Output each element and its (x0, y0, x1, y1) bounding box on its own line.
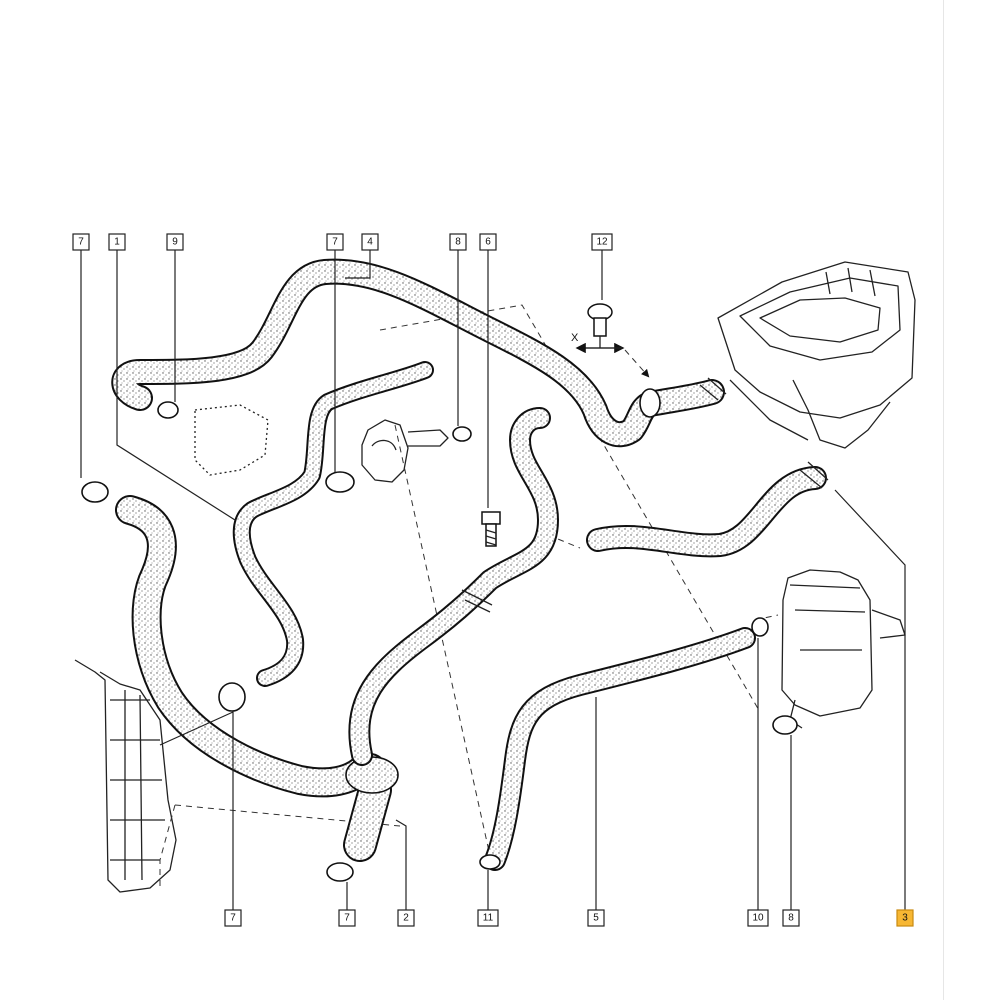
callout-3-highlighted[interactable]: 3 (896, 909, 914, 927)
hose-2 (115, 495, 377, 798)
callout-label: 7 (230, 913, 236, 924)
bolt-part-6 (481, 511, 501, 547)
callout-label: 4 (367, 237, 373, 248)
callout-label: 1 (114, 237, 120, 248)
callout-6: 6 (479, 233, 497, 251)
callout-8-top: 8 (449, 233, 467, 251)
callout-7-bottom-left: 7 (224, 909, 242, 927)
expansion-tank-sketch (781, 569, 906, 729)
axis-x-label: X (571, 332, 579, 344)
hose-3 (586, 466, 827, 558)
callout-label: 6 (485, 237, 491, 248)
callout-label: 7 (78, 237, 84, 248)
callout-10: 10 (747, 909, 769, 927)
callout-label: 3 (902, 913, 908, 924)
callout-12: 12 (591, 233, 613, 251)
hose-6 (348, 407, 559, 766)
callout-label: 12 (596, 237, 608, 248)
radiator-sketch (74, 659, 177, 893)
callout-label: 10 (752, 913, 764, 924)
callout-label: 8 (455, 237, 461, 248)
callout-11: 11 (477, 909, 499, 927)
bleed-screw-part-12 (575, 303, 650, 378)
hose-1 (232, 361, 434, 687)
hose-5 (484, 627, 756, 871)
callout-label: 7 (332, 237, 338, 248)
callout-9: 9 (166, 233, 184, 251)
callout-4: 4 (361, 233, 379, 251)
callout-5: 5 (587, 909, 605, 927)
callout-1: 1 (108, 233, 126, 251)
callout-label: 11 (483, 913, 494, 924)
heater-housing-sketch (717, 261, 916, 449)
callout-7-bottom-middle: 7 (338, 909, 356, 927)
callout-8-bottom: 8 (782, 909, 800, 927)
callout-label: 2 (403, 913, 409, 924)
hose-4 (111, 258, 725, 448)
callout-7-top-middle: 7 (326, 233, 344, 251)
hose-2-outlet (343, 753, 399, 862)
hose-clips (81, 377, 829, 882)
callout-label: 5 (593, 913, 599, 924)
leader-lines (80, 250, 906, 910)
engine-fitting-sketch (194, 404, 269, 476)
callout-7-top-left: 7 (72, 233, 90, 251)
callout-label: 9 (172, 237, 178, 248)
callout-label: 8 (788, 913, 794, 924)
page-edge-line (943, 0, 944, 1000)
thermostat-housing-sketch (361, 419, 449, 483)
callout-2: 2 (397, 909, 415, 927)
callout-label: 7 (344, 913, 350, 924)
